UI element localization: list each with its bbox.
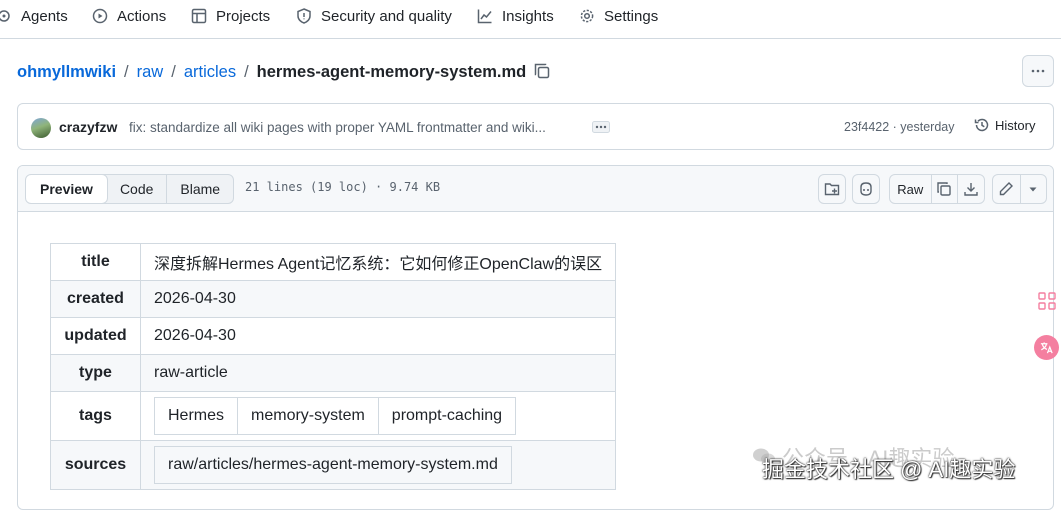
- tab-projects[interactable]: Projects: [191, 0, 270, 32]
- tab-label: Settings: [604, 7, 659, 25]
- frontmatter-key: tags: [50, 391, 141, 441]
- source-cell: raw/articles/hermes-agent-memory-system.…: [154, 446, 512, 484]
- copilot-icon: [858, 181, 874, 197]
- tag-cell: Hermes: [153, 397, 239, 435]
- watermark-wechat: 公众号 · AI趣实验: [752, 441, 954, 473]
- tab-code[interactable]: Code: [107, 175, 168, 203]
- table-row: title 深度拆解Hermes Agent记忆系统：它如何修正OpenClaw…: [50, 243, 617, 281]
- raw-button[interactable]: Raw: [897, 181, 924, 197]
- new-folder-button[interactable]: [818, 174, 846, 204]
- play-icon: [92, 8, 108, 24]
- history-label: History: [995, 117, 1036, 133]
- repo-nav: Agents Actions Projects Security and qua…: [0, 0, 1061, 39]
- tab-blame[interactable]: Blame: [180, 181, 221, 197]
- caret-down-icon: [1025, 181, 1041, 197]
- raw-actions-group: Raw: [889, 174, 985, 204]
- tab-label: Insights: [502, 7, 554, 25]
- table-icon: [191, 8, 207, 24]
- download-icon: [963, 181, 979, 197]
- breadcrumb-articles[interactable]: articles: [183, 62, 237, 81]
- avatar[interactable]: [31, 118, 51, 138]
- tab-label: Security and quality: [321, 7, 452, 25]
- edit-button[interactable]: [993, 175, 1020, 203]
- watermark-line1: 公众号 · AI趣实验: [782, 446, 955, 471]
- history-icon: [974, 117, 990, 133]
- view-mode-switch: Preview Code Blame: [25, 174, 235, 204]
- copilot-button[interactable]: [852, 174, 880, 204]
- commit-hash-time[interactable]: 23f4422 · yesterday: [844, 120, 955, 134]
- edit-actions-group: [992, 174, 1047, 204]
- frontmatter-value-tags: Hermes memory-system prompt-caching: [139, 391, 617, 441]
- wechat-icon: [752, 447, 776, 467]
- history-button[interactable]: History: [974, 117, 1035, 133]
- graph-icon: [477, 8, 493, 24]
- more-options-button[interactable]: [1022, 55, 1054, 87]
- frontmatter-value-created: 2026-04-30: [139, 280, 617, 318]
- tab-agents[interactable]: Agents: [0, 0, 68, 32]
- breadcrumb-separator: /: [244, 62, 249, 81]
- tags-table: Hermes memory-system prompt-caching: [153, 397, 517, 435]
- frontmatter-key: created: [50, 280, 141, 318]
- table-row: created 2026-04-30: [50, 280, 617, 318]
- breadcrumb-owner[interactable]: ohmyllmwiki: [17, 62, 117, 81]
- sources-table: raw/articles/hermes-agent-memory-system.…: [154, 446, 512, 484]
- tab-preview[interactable]: Preview: [26, 175, 108, 203]
- table-row: tags Hermes memory-system prompt-caching: [50, 391, 617, 441]
- pencil-icon: [998, 181, 1014, 197]
- copy-raw-button[interactable]: [930, 175, 958, 203]
- grid-widget-icon[interactable]: [1038, 292, 1056, 310]
- file-header: Preview Code Blame 21 lines (19 loc) · 9…: [18, 166, 1053, 212]
- shield-icon: [296, 8, 312, 24]
- copy-path-icon[interactable]: [532, 61, 552, 81]
- breadcrumb-raw[interactable]: raw: [136, 62, 164, 81]
- agent-icon: [0, 8, 12, 24]
- tag-cell: memory-system: [237, 397, 379, 435]
- frontmatter-key: title: [50, 243, 141, 281]
- file-info: 21 lines (19 loc) · 9.74 KB: [245, 180, 441, 194]
- breadcrumb-separator: /: [124, 62, 129, 81]
- gear-icon: [579, 8, 595, 24]
- translate-widget-icon[interactable]: [1034, 335, 1059, 360]
- breadcrumb-file: hermes-agent-memory-system.md: [256, 62, 527, 81]
- frontmatter-key: type: [50, 354, 141, 392]
- edit-dropdown-button[interactable]: [1019, 175, 1046, 203]
- copy-icon: [936, 181, 952, 197]
- table-row: sources raw/articles/hermes-agent-memory…: [50, 440, 617, 490]
- tag-cell: prompt-caching: [377, 397, 517, 435]
- commit-message[interactable]: fix: standardize all wiki pages with pro…: [129, 120, 546, 135]
- table-row: type raw-article: [50, 354, 617, 392]
- tab-label: Projects: [216, 7, 271, 25]
- watermark-line2: 掘金技术社区 @ AI趣实验: [762, 457, 1016, 482]
- tab-actions[interactable]: Actions: [92, 0, 166, 32]
- folder-plus-icon: [824, 181, 840, 197]
- tab-insights[interactable]: Insights: [477, 0, 554, 32]
- frontmatter-table: title 深度拆解Hermes Agent记忆系统：它如何修正OpenClaw…: [50, 243, 617, 490]
- tab-label: Agents: [21, 7, 68, 25]
- frontmatter-value-updated: 2026-04-30: [139, 317, 617, 355]
- tab-security[interactable]: Security and quality: [296, 0, 452, 32]
- frontmatter-key: updated: [50, 317, 141, 355]
- latest-commit-bar: crazyfzw fix: standardize all wiki pages…: [17, 103, 1054, 150]
- kebab-icon: [1030, 63, 1046, 79]
- frontmatter-value-type: raw-article: [139, 354, 617, 392]
- frontmatter-key: sources: [50, 440, 141, 490]
- file-viewer: Preview Code Blame 21 lines (19 loc) · 9…: [17, 165, 1054, 510]
- commit-author[interactable]: crazyfzw: [59, 119, 118, 135]
- tab-settings[interactable]: Settings: [579, 0, 658, 32]
- expand-message-icon[interactable]: [592, 121, 610, 133]
- frontmatter-value-title: 深度拆解Hermes Agent记忆系统：它如何修正OpenClaw的误区: [139, 243, 617, 281]
- table-row: updated 2026-04-30: [50, 317, 617, 355]
- breadcrumb: ohmyllmwiki / raw / articles / hermes-ag…: [17, 60, 526, 84]
- tab-label: Actions: [117, 7, 167, 25]
- breadcrumb-separator: /: [171, 62, 176, 81]
- frontmatter-value-sources: raw/articles/hermes-agent-memory-system.…: [139, 440, 617, 490]
- download-button[interactable]: [957, 175, 984, 203]
